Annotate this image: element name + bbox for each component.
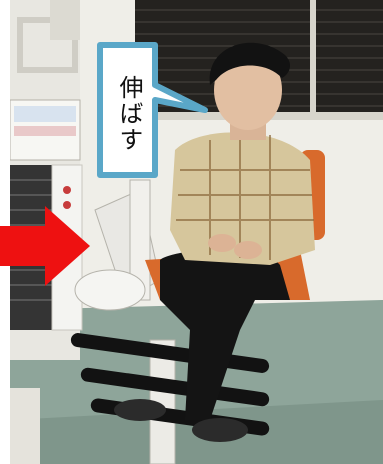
weight-machine xyxy=(10,0,83,360)
face xyxy=(214,50,282,130)
callout-text: 伸ばす xyxy=(115,75,143,153)
gym-photo xyxy=(10,0,383,464)
person xyxy=(114,42,315,442)
leg-extension-machine xyxy=(10,179,270,464)
hair xyxy=(209,42,291,85)
red-arrow-icon xyxy=(0,206,90,286)
speech-bubble xyxy=(97,42,208,178)
